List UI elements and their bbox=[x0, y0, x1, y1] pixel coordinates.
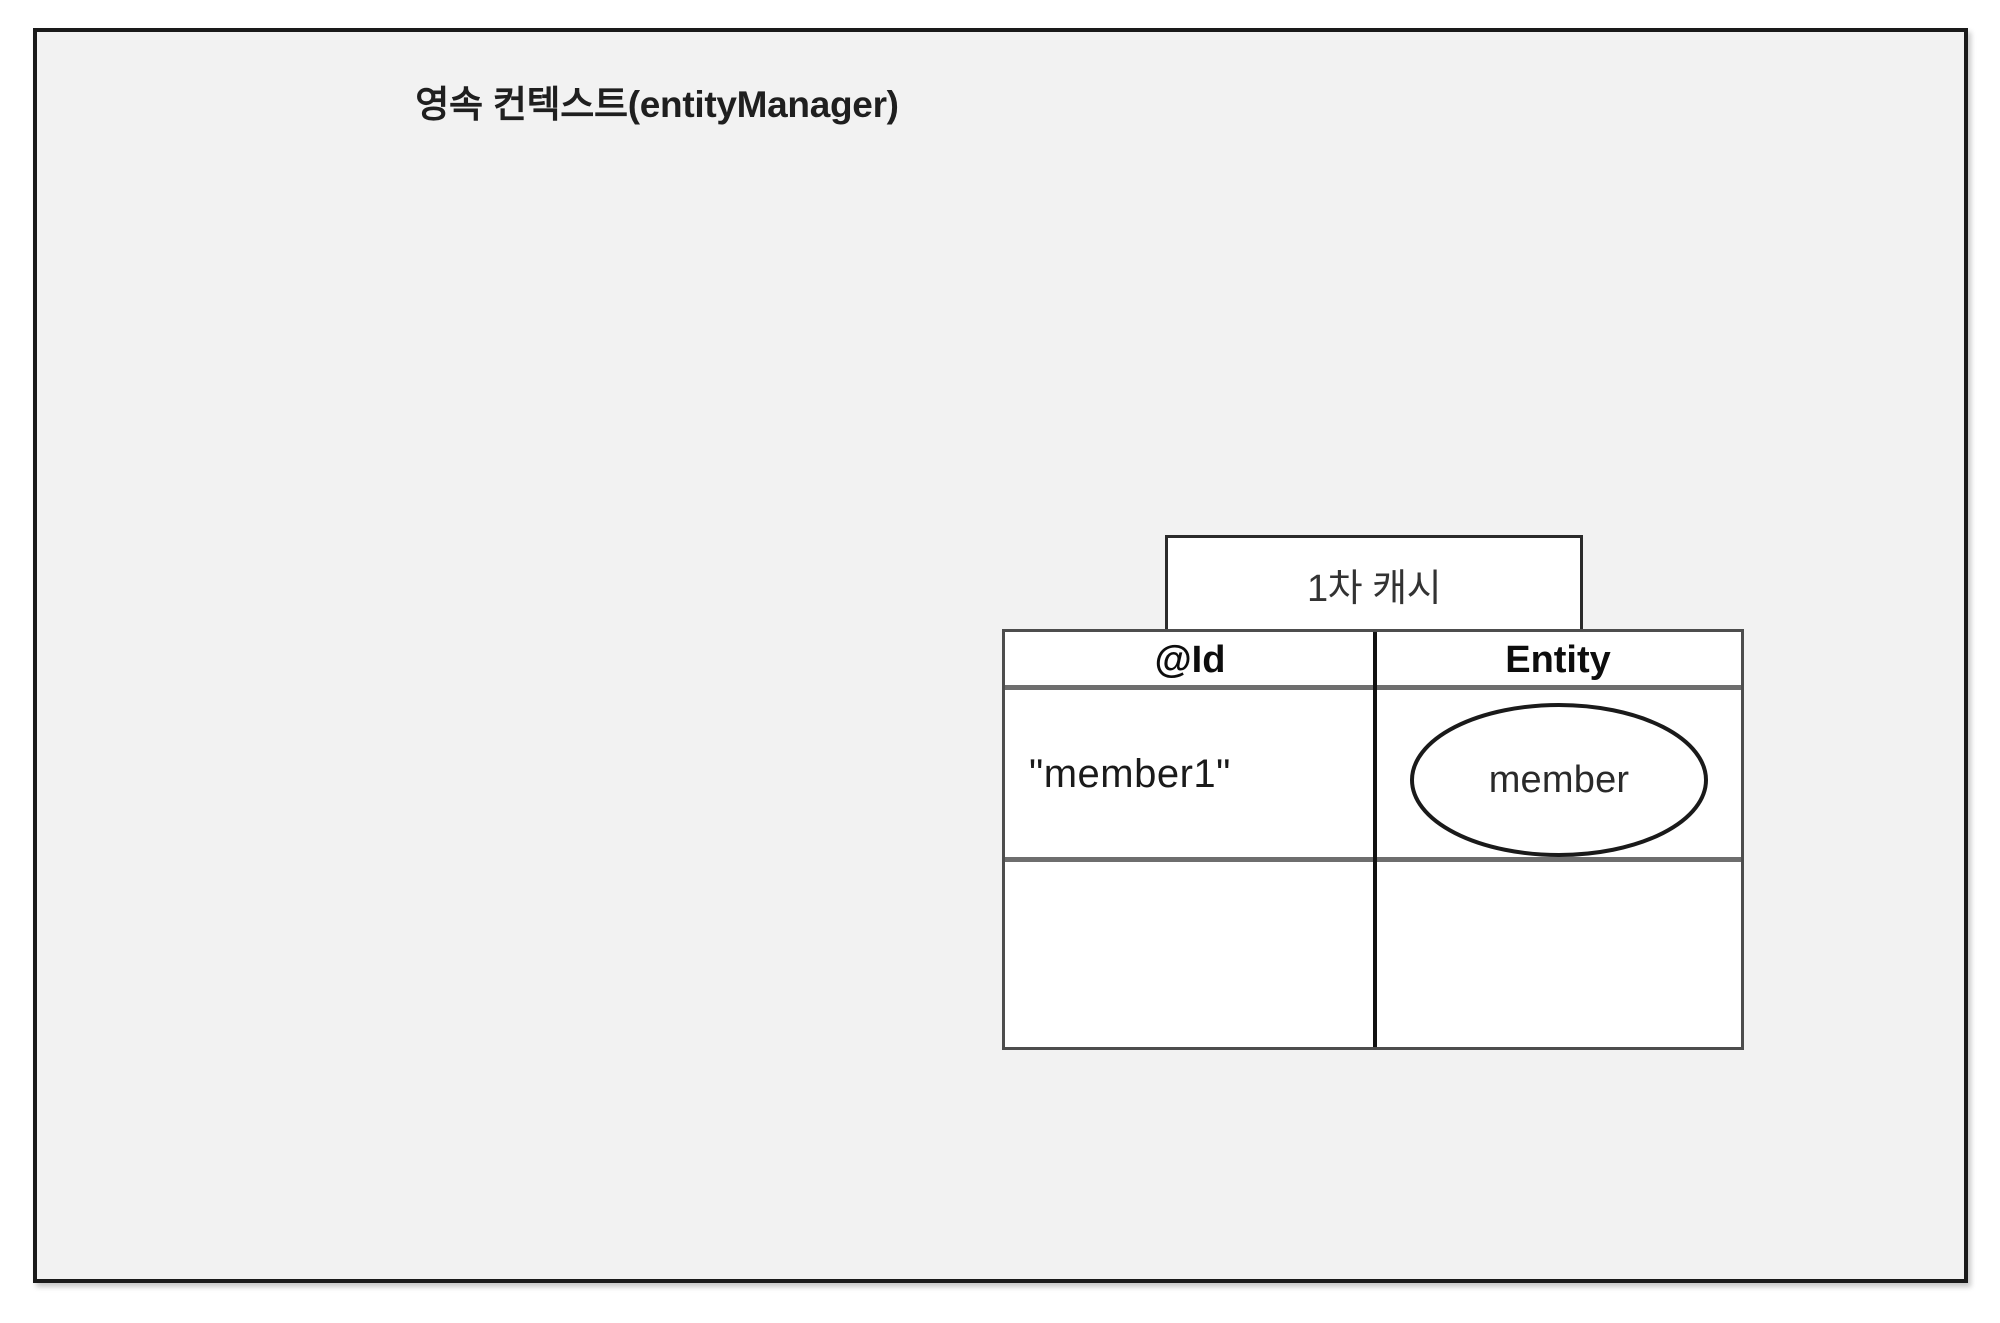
table-column-divider bbox=[1373, 632, 1377, 1047]
cell-id-value bbox=[1005, 860, 1375, 1047]
first-level-cache-label: 1차 캐시 bbox=[1306, 568, 1442, 610]
cell-entity-value bbox=[1375, 860, 1741, 1047]
persistence-context-frame: 영속 컨텍스트(entityManager) 1차 캐시 @Id Entity … bbox=[33, 28, 1968, 1283]
first-level-cache-label-box: 1차 캐시 bbox=[1165, 535, 1583, 631]
cell-id-value: "member1" bbox=[1029, 751, 1231, 796]
persistence-context-title: 영속 컨텍스트(entityManager) bbox=[415, 84, 899, 125]
first-level-cache-table: @Id Entity "member1" member bbox=[1002, 629, 1744, 1050]
column-header-id: @Id bbox=[1154, 638, 1226, 681]
entity-ellipse-icon: member bbox=[1409, 702, 1709, 858]
column-header-entity: Entity bbox=[1505, 638, 1611, 681]
cell-entity-value: member bbox=[1375, 688, 1741, 860]
table-header-row: @Id Entity bbox=[1005, 632, 1741, 688]
